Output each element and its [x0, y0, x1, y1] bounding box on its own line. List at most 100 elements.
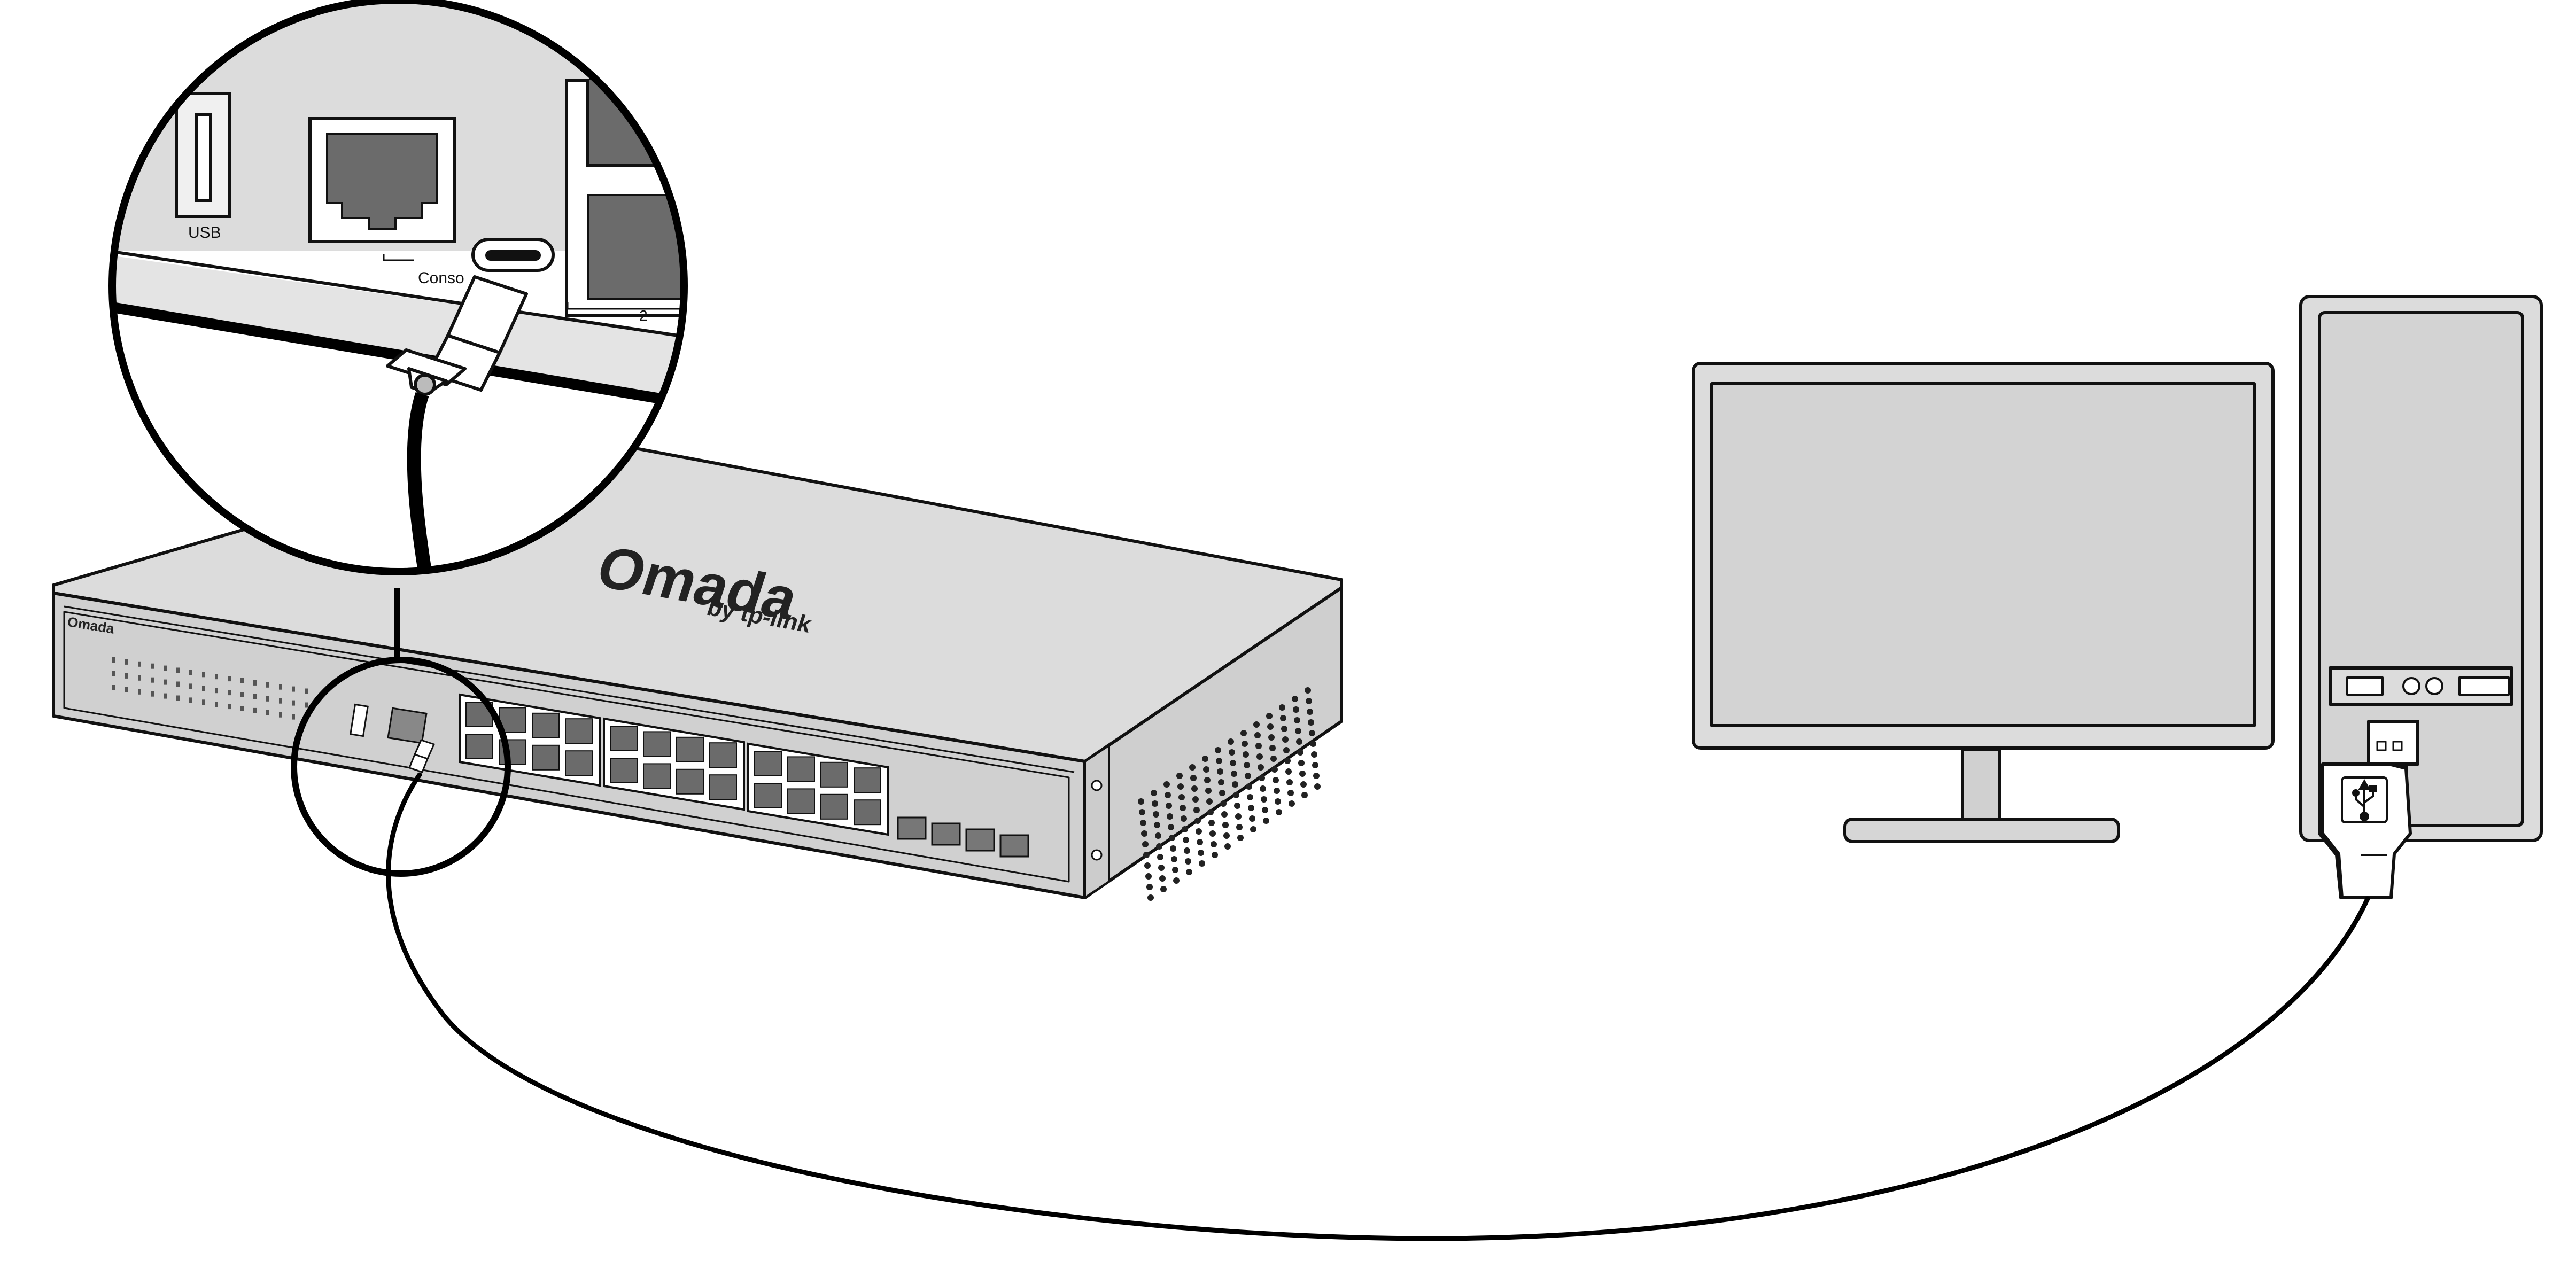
vent-hole: [1156, 843, 1162, 850]
vent-hole: [1247, 794, 1253, 800]
led-indicator: [112, 685, 115, 690]
vent-hole: [1152, 800, 1158, 807]
vent-hole: [1166, 803, 1172, 809]
monitor-neck: [1961, 748, 2001, 821]
led-indicator: [138, 661, 141, 667]
led-indicator: [164, 679, 167, 685]
led-indicator: [279, 684, 282, 690]
switch-front-console-port: [387, 707, 428, 744]
vent-hole: [1274, 788, 1280, 794]
vent-hole: [1280, 715, 1286, 721]
led-indicator: [228, 690, 231, 696]
vent-hole: [1185, 858, 1191, 865]
vent-hole: [1233, 792, 1239, 798]
vent-hole: [1160, 886, 1167, 892]
vent-hole: [1176, 773, 1183, 779]
pc-button-2: [2425, 677, 2443, 695]
vent-hole: [1209, 830, 1216, 837]
vent-hole: [1293, 706, 1299, 713]
vent-hole: [1259, 775, 1265, 781]
vent-hole: [1178, 794, 1185, 800]
sfp-port: [897, 816, 927, 840]
vent-hole: [1218, 779, 1224, 785]
vent-hole: [1266, 713, 1273, 719]
rj45-port-group: [747, 742, 889, 836]
led-indicator: [176, 667, 180, 673]
pc-bay-slot-right: [2458, 676, 2510, 696]
vent-hole: [1260, 785, 1266, 792]
rj45-port: [820, 761, 848, 788]
led-indicator: [202, 686, 205, 691]
vent-hole: [1216, 758, 1222, 764]
vent-hole: [1276, 809, 1282, 815]
vent-hole: [1140, 820, 1146, 826]
vent-hole: [1177, 783, 1184, 790]
vent-hole: [1230, 760, 1236, 766]
vent-hole: [1307, 709, 1313, 715]
led-indicator: [228, 704, 231, 710]
rj45-port: [676, 736, 704, 762]
led-indicator: [176, 695, 180, 701]
vent-hole: [1228, 738, 1234, 745]
vent-hole: [1250, 826, 1256, 832]
led-indicator: [215, 688, 218, 694]
sfp-port: [999, 834, 1029, 858]
vent-hole: [1196, 828, 1202, 835]
rj45-port: [565, 718, 593, 744]
led-indicator: [189, 683, 192, 689]
sfp-port: [965, 828, 995, 852]
vent-hole: [1172, 867, 1178, 873]
monitor: [1692, 362, 2275, 843]
vent-hole: [1311, 751, 1317, 758]
vent-hole: [1173, 877, 1180, 884]
vent-hole: [1186, 869, 1192, 875]
led-indicator: [228, 676, 231, 682]
led-indicator: [266, 710, 269, 715]
sfp-port: [931, 822, 961, 846]
vent-hole: [1142, 841, 1149, 847]
vent-hole: [1154, 822, 1160, 828]
led-indicator: [266, 682, 269, 688]
vent-hole: [1138, 798, 1144, 805]
rj45-port: [754, 783, 782, 808]
vent-hole: [1296, 738, 1302, 745]
vent-hole: [1194, 818, 1201, 824]
switch-led-indicators: [112, 657, 308, 722]
vent-hole: [1206, 798, 1213, 805]
vent-hole: [1207, 809, 1214, 815]
vent-hole: [1236, 824, 1243, 830]
magnified-usb-label: USB: [188, 224, 221, 242]
vent-hole: [1146, 884, 1153, 890]
vent-hole: [1180, 805, 1186, 811]
pc-bay-slot-left: [2346, 676, 2384, 696]
rj45-port: [643, 731, 671, 757]
usb-symbol-icon: [2352, 779, 2377, 821]
vent-hole: [1183, 837, 1189, 843]
vent-hole: [1271, 766, 1278, 773]
vent-hole: [1159, 875, 1166, 882]
zoom-source-circle: [291, 657, 511, 877]
magnified-cable: [407, 392, 434, 572]
vent-hole: [1165, 792, 1171, 798]
vent-hole: [1282, 736, 1289, 743]
vent-hole: [1253, 721, 1260, 728]
vent-hole: [1281, 726, 1287, 732]
vent-hole: [1255, 743, 1262, 749]
vent-hole: [1181, 815, 1187, 822]
vent-hole: [1163, 781, 1170, 788]
vent-hole: [1273, 777, 1279, 783]
vent-hole: [1301, 792, 1308, 798]
rj45-port: [532, 744, 560, 771]
vent-hole: [1299, 771, 1306, 777]
monitor-base: [1843, 818, 2120, 843]
rj45-port: [610, 758, 638, 783]
vent-hole: [1217, 768, 1223, 775]
led-indicator: [292, 686, 295, 692]
vent-hole: [1170, 845, 1176, 852]
led-indicator: [266, 696, 269, 702]
led-indicator: [151, 677, 154, 683]
led-indicator: [125, 687, 128, 692]
magnified-usb-port: [175, 92, 231, 218]
rj45-port: [465, 734, 493, 759]
